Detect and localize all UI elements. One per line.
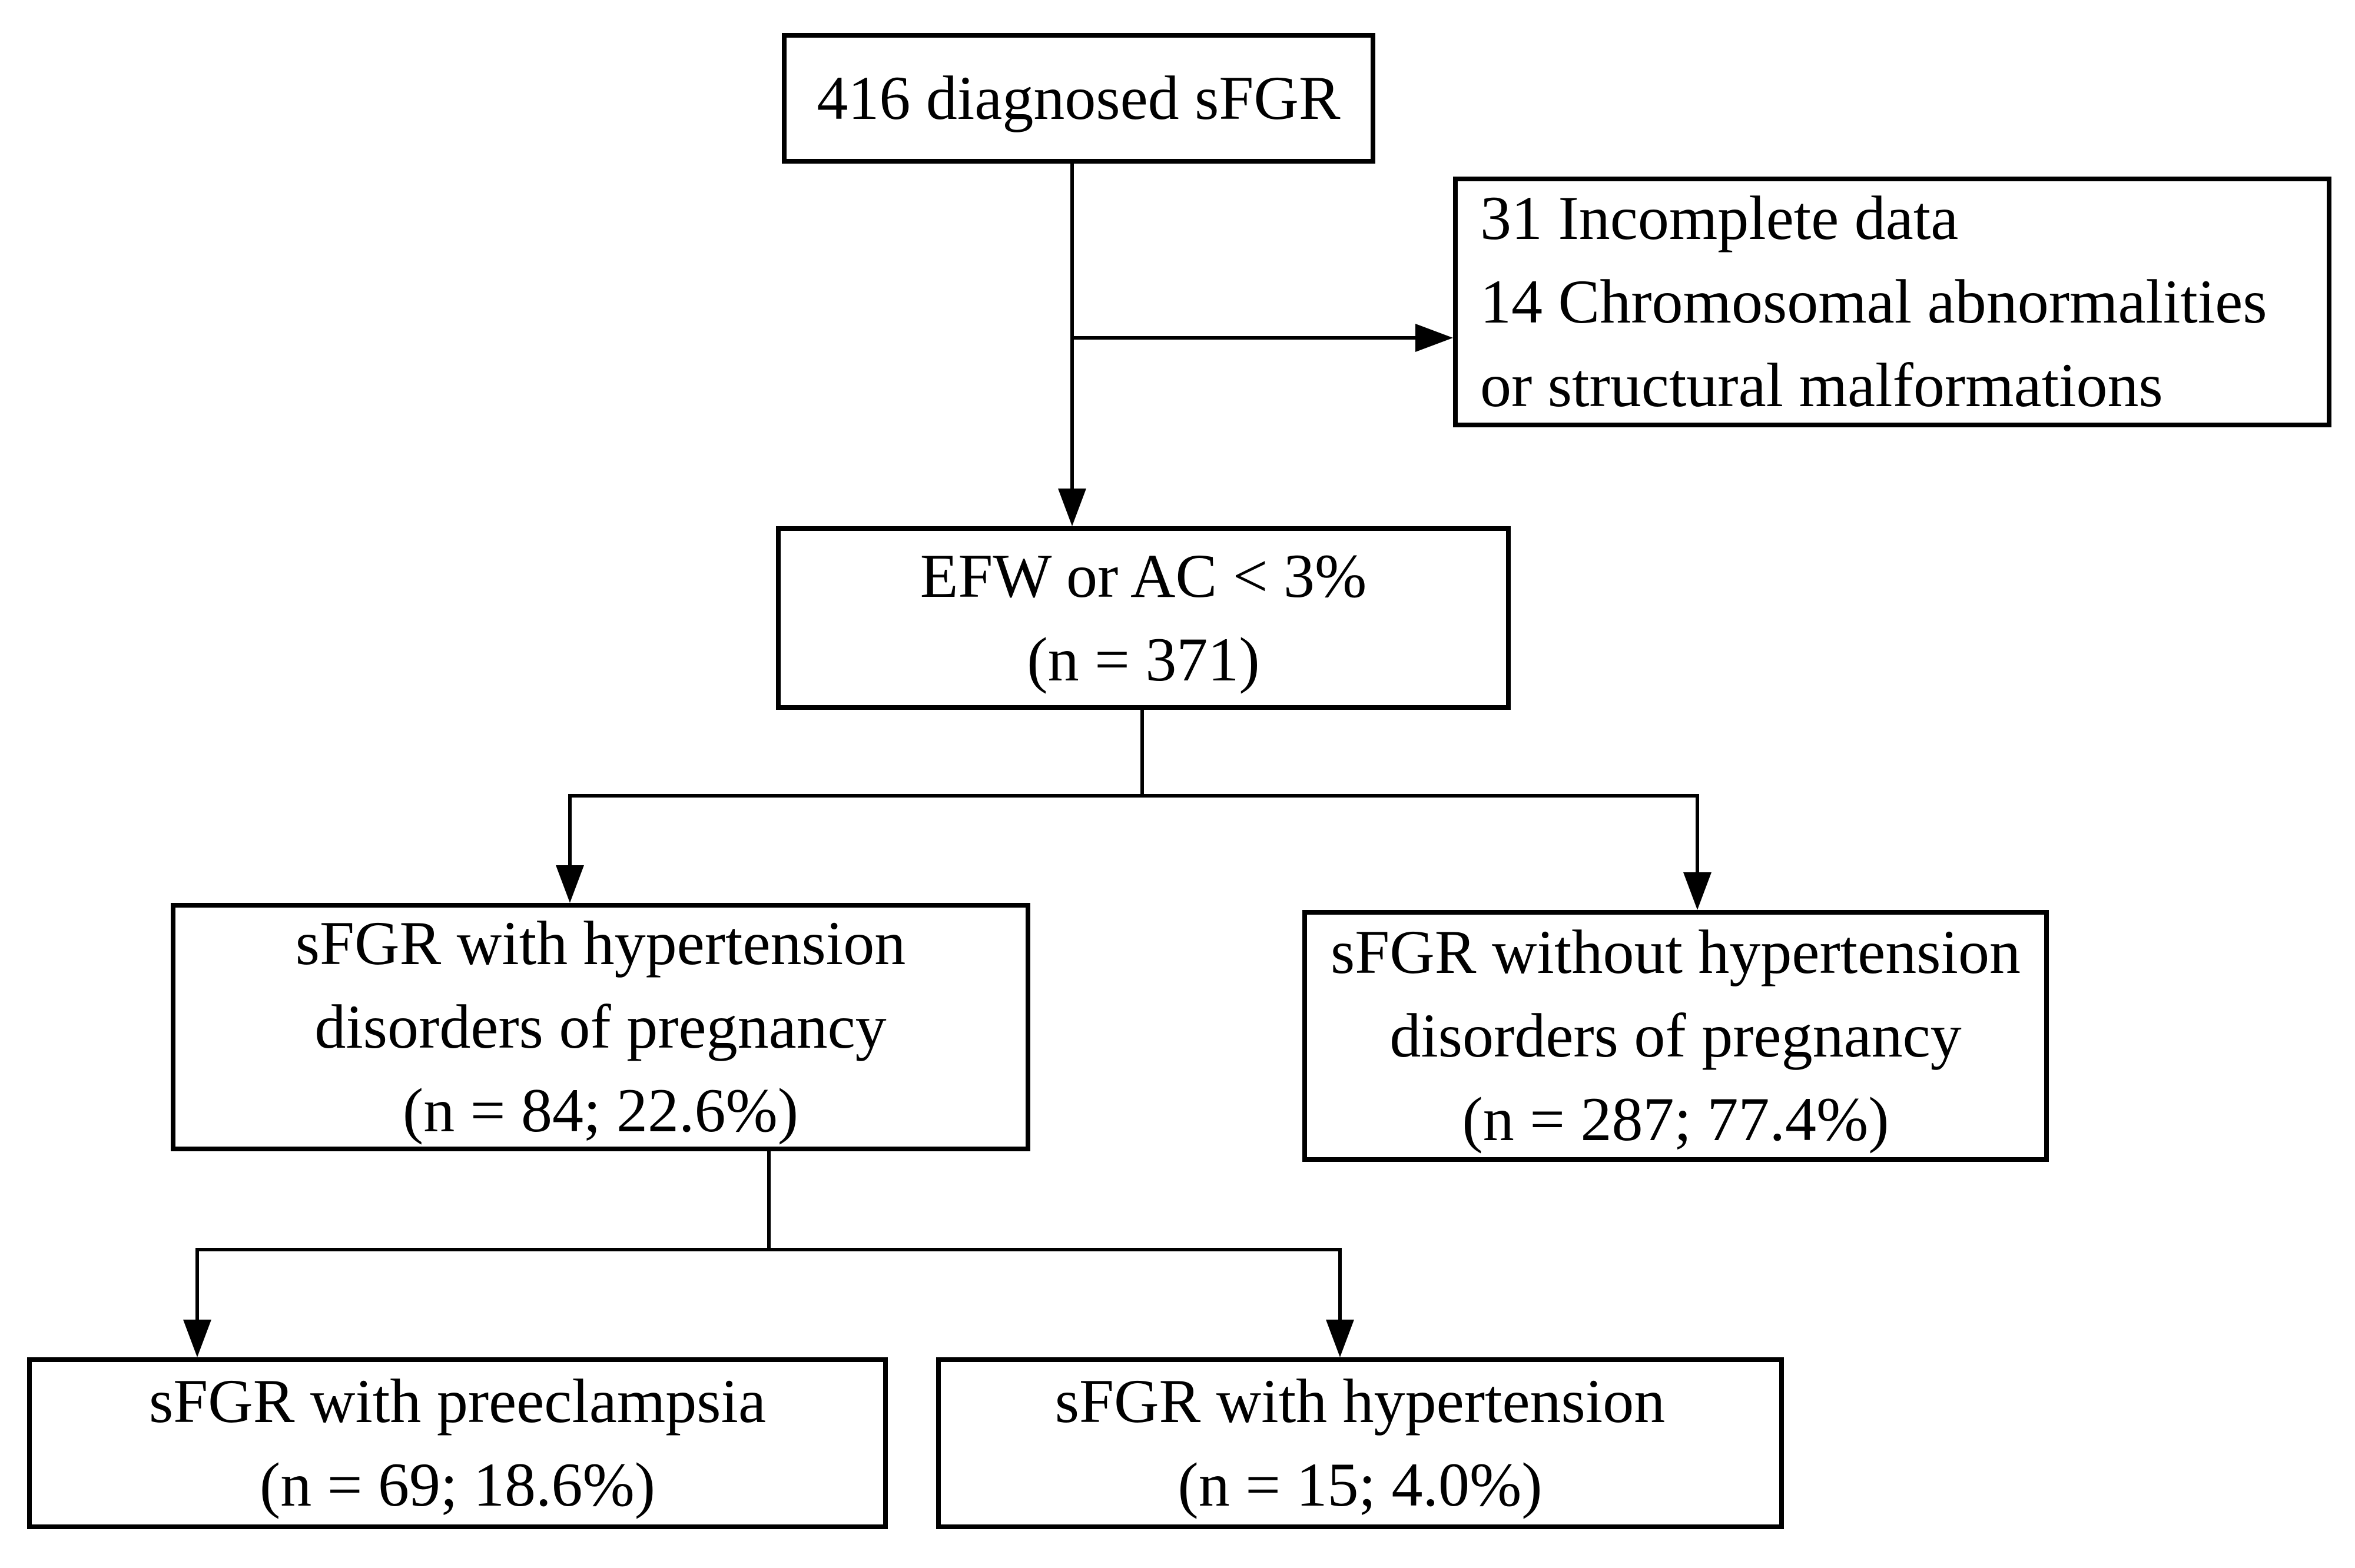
arrowhead-down-into-preeclampsia-icon (183, 1320, 211, 1357)
node-sfgr-with-hdp-line-2: disorders of pregnancy (314, 992, 887, 1061)
node-sfgr-without-hdp-line-3: (n = 287; 77.4%) (1462, 1085, 1889, 1154)
node-sfgr-without-hdp-line-1: sFGR without hypertension (1331, 918, 2021, 986)
connector-drop-to-hypertension (1338, 1248, 1342, 1326)
arrowhead-down-into-no-hdp-icon (1683, 872, 1711, 910)
connector-efw-split (568, 794, 1699, 798)
connector-efw-stem (1140, 710, 1144, 798)
arrowhead-right-into-exclusions-icon (1415, 324, 1453, 352)
connector-hdp-stem (767, 1151, 771, 1251)
node-exclusions-line-1: 31 Incomplete data (1480, 184, 1959, 253)
node-sfgr-preeclampsia: sFGR with preeclampsia (n = 69; 18.6%) (27, 1357, 888, 1529)
connector-drop-to-no-hdp (1696, 794, 1699, 876)
node-sfgr-hypertension-line-1: sFGR with hypertension (1054, 1367, 1666, 1436)
node-sfgr-without-hdp: sFGR without hypertension disorders of p… (1302, 910, 2049, 1162)
node-diagnosed-sfgr: 416 diagnosed sFGR (782, 33, 1375, 164)
connector-drop-to-hdp (568, 794, 572, 871)
arrowhead-down-into-efw-icon (1058, 489, 1086, 526)
arrowhead-down-into-hypertension-icon (1326, 1320, 1354, 1357)
node-exclusions: 31 Incomplete data 14 Chromosomal abnorm… (1453, 177, 2331, 427)
node-sfgr-hypertension: sFGR with hypertension (n = 15; 4.0%) (936, 1357, 1784, 1529)
node-sfgr-preeclampsia-line-1: sFGR with preeclampsia (148, 1367, 767, 1436)
node-sfgr-with-hdp: sFGR with hypertension disorders of preg… (171, 903, 1030, 1151)
node-exclusions-line-2: 14 Chromosomal abnormalities (1480, 267, 2267, 336)
connector-diagnosed-to-efw (1070, 164, 1074, 493)
node-sfgr-with-hdp-line-1: sFGR with hypertension (295, 909, 906, 978)
connector-hdp-split (195, 1248, 1342, 1251)
node-efw-ac-line-2: (n = 371) (1027, 625, 1260, 694)
node-sfgr-hypertension-line-2: (n = 15; 4.0%) (1178, 1450, 1543, 1519)
node-diagnosed-sfgr-text: 416 diagnosed sFGR (817, 64, 1341, 132)
node-exclusions-line-3: or structural malformations (1480, 351, 2163, 420)
arrowhead-down-into-hdp-icon (556, 865, 584, 903)
connector-branch-to-exclusions (1070, 336, 1419, 340)
connector-drop-to-preeclampsia (195, 1248, 199, 1326)
node-sfgr-preeclampsia-line-2: (n = 69; 18.6%) (259, 1450, 656, 1519)
node-sfgr-without-hdp-line-2: disorders of pregnancy (1389, 1001, 1962, 1070)
node-efw-ac-line-1: EFW or AC < 3% (920, 542, 1367, 610)
node-sfgr-with-hdp-line-3: (n = 84; 22.6%) (402, 1076, 799, 1145)
node-efw-ac-criteria: EFW or AC < 3% (n = 371) (776, 526, 1511, 710)
